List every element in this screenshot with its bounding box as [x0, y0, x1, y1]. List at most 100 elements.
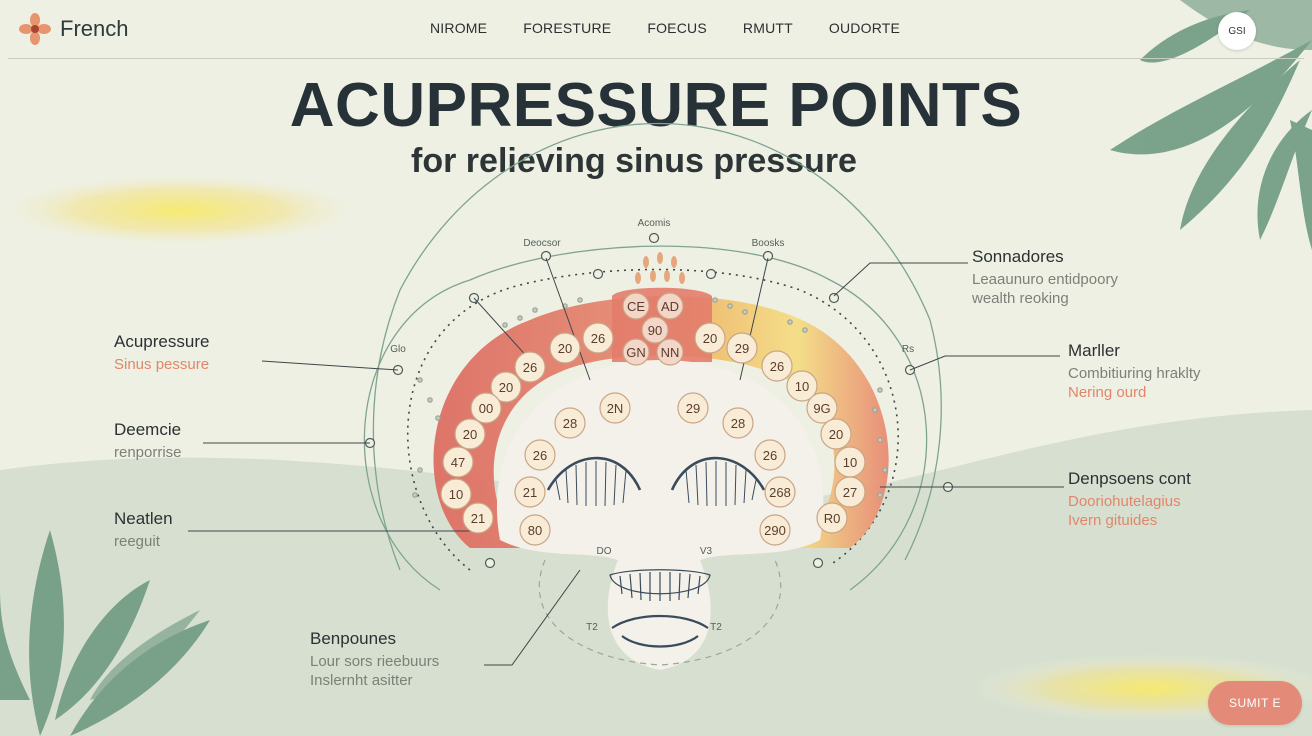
profile-button[interactable]: GSI [1218, 12, 1256, 50]
arc-dot-0 [502, 322, 508, 328]
left-label-2-title: Deemcie [114, 420, 182, 439]
arc-dot-10 [417, 377, 423, 383]
point-marker-inner-right-points-1[interactable] [722, 407, 754, 439]
arc-marker-9 [592, 268, 604, 280]
point-label-inner-left-points-2: 26 [533, 448, 547, 463]
point-marker-left-arc-points-3[interactable] [490, 371, 522, 403]
right-label-2-sub2: Nering ourd [1068, 384, 1147, 401]
nav-item-foresture[interactable]: FORESTURE [523, 20, 612, 36]
right-label-3: Denpsoens cont Dooriohutelagius Ivern gi… [1068, 469, 1191, 529]
arc-dot-18 [882, 467, 888, 473]
point-marker-right-arc-points-7[interactable] [834, 476, 866, 508]
point-marker-right-arc-points-8[interactable] [816, 502, 848, 534]
point-marker-forehead-points-0[interactable] [622, 292, 650, 320]
dotted-guide-arc [407, 268, 899, 571]
point-marker-right-arc-points-2[interactable] [761, 350, 793, 382]
right-label-2: Marller Combitiuring hraklty Nering ourd [1068, 341, 1201, 401]
point-marker-left-arc-points-0[interactable] [582, 322, 614, 354]
point-marker-inner-right-points-2[interactable] [754, 439, 786, 471]
arc-dot-9 [802, 327, 808, 333]
point-marker-inner-right-points-0[interactable] [677, 392, 709, 424]
point-label-left-arc-points-4: 00 [479, 401, 493, 416]
point-marker-inner-left-points-4[interactable] [519, 514, 551, 546]
point-marker-forehead-points-2[interactable] [641, 316, 669, 344]
face-label-1: DO [597, 546, 612, 557]
point-marker-inner-right-points-3[interactable] [764, 476, 796, 508]
right-label-1-title: Sonnadores [972, 247, 1064, 266]
point-label-forehead-points-4: NN [661, 345, 680, 360]
right-label-2-title: Marller [1068, 341, 1120, 360]
point-marker-left-arc-points-4[interactable] [470, 392, 502, 424]
top-label-left: Deocsor [523, 238, 561, 249]
brand[interactable]: French [18, 12, 128, 46]
point-marker-left-arc-points-8[interactable] [462, 502, 494, 534]
point-marker-right-arc-points-5[interactable] [820, 418, 852, 450]
left-label-4-sub: Lour sors rieebuurs [310, 653, 440, 670]
arc-dot-15 [877, 387, 883, 393]
nav-item-rmutt[interactable]: RMUTT [742, 20, 793, 36]
left-label-3-sub: reeguit [114, 533, 160, 550]
point-marker-inner-left-points-1[interactable] [554, 407, 586, 439]
page-subtitle: for relieving sinus pressure [411, 142, 857, 180]
point-marker-right-arc-points-3[interactable] [786, 370, 818, 402]
point-label-inner-left-points-0: 2N [607, 401, 624, 416]
point-label-inner-left-points-1: 28 [563, 416, 577, 431]
point-label-left-arc-points-0: 26 [591, 331, 605, 346]
point-marker-right-arc-points-4[interactable] [806, 392, 838, 424]
point-label-right-arc-points-3: 10 [795, 379, 809, 394]
acupressure-points: 262026200020471021202926109G201027R02N28… [440, 292, 866, 546]
point-marker-forehead-points-1[interactable] [656, 292, 684, 320]
side-small-label-left: Glo [390, 344, 406, 355]
top-label-center: Acomis [638, 218, 671, 229]
nav-item-foecus[interactable]: FOECUS [647, 20, 707, 36]
point-marker-inner-right-points-4[interactable] [759, 514, 791, 546]
point-label-right-arc-points-4: 9G [813, 401, 830, 416]
point-marker-forehead-points-3[interactable] [622, 338, 650, 366]
arc-dot-3 [577, 297, 583, 303]
profile-label: GSI [1228, 25, 1246, 37]
point-marker-forehead-points-4[interactable] [656, 338, 684, 366]
arc-dot-6 [727, 303, 733, 309]
side-small-label-right: Rs [902, 344, 914, 355]
arc-dot-14 [412, 492, 418, 498]
arc-dot-13 [417, 467, 423, 473]
header-divider [8, 58, 1304, 59]
nav-item-nirome[interactable]: NIROME [430, 20, 488, 36]
point-label-right-arc-points-7: 27 [843, 485, 857, 500]
point-marker-left-arc-points-5[interactable] [454, 418, 486, 450]
left-label-3-title: Neatlen [114, 509, 173, 528]
point-marker-left-arc-points-7[interactable] [440, 478, 472, 510]
point-label-left-arc-points-1: 20 [558, 341, 572, 356]
point-label-inner-right-points-4: 290 [764, 523, 786, 538]
point-marker-left-arc-points-6[interactable] [442, 446, 474, 478]
point-label-inner-left-points-3: 21 [523, 485, 537, 500]
arc-dot-16 [872, 407, 878, 413]
point-marker-right-arc-points-1[interactable] [726, 332, 758, 364]
arc-dot-5 [712, 297, 718, 303]
point-label-forehead-points-2: 90 [648, 323, 662, 338]
point-label-left-arc-points-3: 20 [499, 380, 513, 395]
point-label-inner-right-points-2: 26 [763, 448, 777, 463]
point-marker-inner-left-points-2[interactable] [524, 439, 556, 471]
right-label-1-sub2: wealth reoking [972, 290, 1069, 307]
face-label-3: T2 [586, 622, 598, 633]
leaves-bottom-left-icon [0, 530, 210, 736]
arc-marker-1 [540, 250, 552, 262]
point-label-left-arc-points-8: 21 [471, 511, 485, 526]
left-label-4-title: Benpounes [310, 629, 397, 648]
point-label-right-arc-points-2: 26 [770, 359, 784, 374]
right-eye-icon [670, 456, 766, 491]
left-eye-icon [546, 456, 642, 491]
right-label-2-sub: Combitiuring hraklty [1068, 365, 1201, 382]
nav-item-oudorte[interactable]: OUDORTE [828, 20, 901, 36]
point-marker-right-arc-points-0[interactable] [694, 322, 726, 354]
point-label-inner-right-points-1: 28 [731, 416, 745, 431]
point-marker-left-arc-points-2[interactable] [514, 351, 546, 383]
point-marker-inner-left-points-0[interactable] [599, 392, 631, 424]
submit-button[interactable]: SUMIT E [1208, 681, 1302, 725]
point-marker-left-arc-points-1[interactable] [549, 332, 581, 364]
point-label-forehead-points-0: CE [627, 299, 645, 314]
point-marker-inner-left-points-3[interactable] [514, 476, 546, 508]
left-label-1-sub: Sinus pessure [114, 356, 210, 373]
